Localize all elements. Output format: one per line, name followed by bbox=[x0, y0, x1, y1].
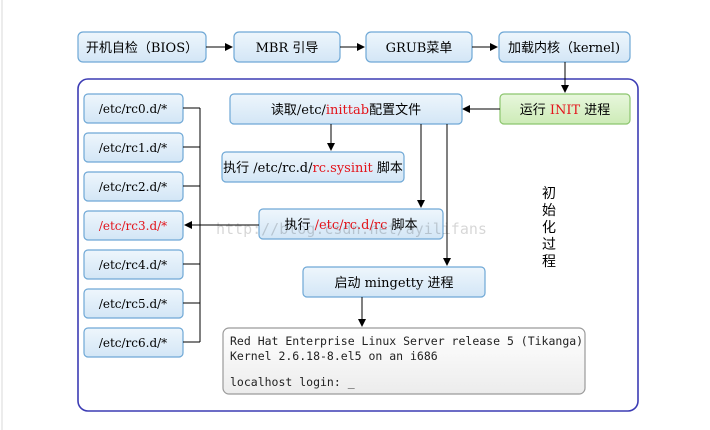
rc-dir-box-2: /etc/rc2.d/* bbox=[83, 171, 184, 202]
rc-script-box: 执行 /etc/rc.d/rc 脚本 bbox=[258, 208, 444, 240]
read-inittab-box: 读取/etc/inittab配置文件 bbox=[229, 93, 463, 125]
flow-box-kernel: 加载内核（kernel) bbox=[498, 31, 631, 63]
rc-dir-label-6: /etc/rc6.d/* bbox=[99, 336, 167, 350]
rc-dir-label-0: /etc/rc0.d/* bbox=[99, 102, 167, 116]
mingetty-box: 启动 mingetty 进程 bbox=[302, 266, 486, 298]
rc-dir-box-5: /etc/rc5.d/* bbox=[83, 288, 184, 319]
flow-box-grub-label: GRUB菜单 bbox=[386, 41, 453, 56]
flow-box-bios-label: 开机自检（BIOS） bbox=[86, 41, 198, 56]
rc-dir-label-3: /etc/rc3.d/* bbox=[99, 219, 167, 233]
rc-script-label: 执行 /etc/rc.d/rc 脚本 bbox=[284, 217, 417, 233]
side-label-char-0: 初 bbox=[542, 185, 556, 202]
sysinit-box: 执行 /etc/rc.d/rc.sysinit 脚本 bbox=[221, 151, 405, 183]
console-line-3: localhost login: _ bbox=[230, 375, 355, 389]
login-console-box: Red Hat Enterprise Linux Server release … bbox=[222, 327, 586, 395]
rc-dir-box-1: /etc/rc1.d/* bbox=[83, 132, 184, 163]
side-label-char-3: 过 bbox=[542, 237, 556, 253]
console-line-2: Kernel 2.6.18-8.el5 on an i686 bbox=[230, 349, 438, 363]
flow-box-grub: GRUB菜单 bbox=[365, 31, 473, 63]
rc-dir-label-2: /etc/rc2.d/* bbox=[99, 180, 167, 194]
rc-dir-box-3: /etc/rc3.d/* bbox=[83, 210, 184, 241]
side-label-char-4: 程 bbox=[542, 254, 556, 270]
rc-dir-label-4: /etc/rc4.d/* bbox=[99, 258, 167, 272]
flow-box-mbr: MBR 引导 bbox=[233, 31, 341, 63]
init-process-frame bbox=[77, 78, 639, 412]
rc-dir-box-0: /etc/rc0.d/* bbox=[83, 93, 184, 124]
console-line-1: Red Hat Enterprise Linux Server release … bbox=[230, 334, 583, 348]
init-box-label: 运行 INIT 进程 bbox=[520, 103, 611, 118]
side-label-char-2: 化 bbox=[542, 220, 556, 236]
flow-box-bios: 开机自检（BIOS） bbox=[77, 31, 207, 63]
watermark-text: http://blog.csdn.net/ayilifans bbox=[216, 220, 487, 238]
rc-dir-label-5: /etc/rc5.d/* bbox=[99, 297, 167, 311]
rc-dir-box-6: /etc/rc6.d/* bbox=[83, 327, 184, 358]
mingetty-label: 启动 mingetty 进程 bbox=[335, 276, 454, 291]
sysinit-label: 执行 /etc/rc.d/rc.sysinit 脚本 bbox=[223, 160, 403, 176]
side-label-char-1: 始 bbox=[542, 203, 556, 219]
rc-directory-list: /etc/rc0.d/* /etc/rc1.d/* /etc/rc2.d/* /etc… bbox=[83, 93, 184, 358]
rc-dirs-bracket bbox=[183, 107, 201, 343]
flow-box-kernel-label: 加载内核（kernel) bbox=[508, 40, 620, 56]
flow-box-mbr-label: MBR 引导 bbox=[256, 41, 319, 56]
init-process-box: 运行 INIT 进程 bbox=[499, 93, 631, 125]
rc-dir-label-1: /etc/rc1.d/* bbox=[99, 141, 167, 155]
rc-dir-box-4: /etc/rc4.d/* bbox=[83, 249, 184, 280]
read-inittab-label: 读取/etc/inittab配置文件 bbox=[271, 103, 421, 118]
